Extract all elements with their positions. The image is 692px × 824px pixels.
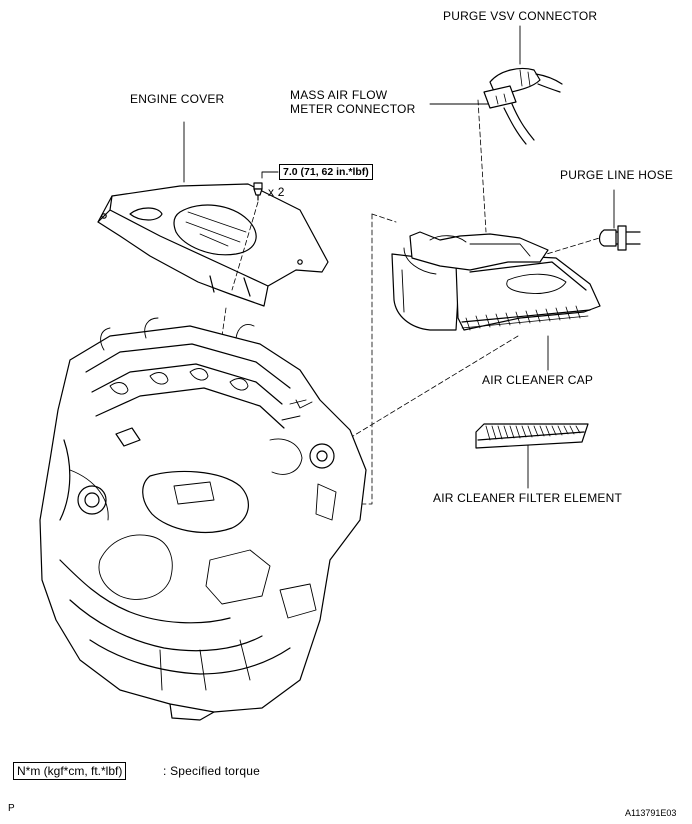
torque-spec-box: 7.0 (71, 62 in.*lbf) <box>279 164 373 180</box>
engine-block-part <box>39 317 367 721</box>
torque-unit-legend-box: N*m (kgf*cm, ft.*lbf) <box>13 762 127 780</box>
purge-line-hose-label: PURGE LINE HOSE <box>560 168 674 182</box>
mass-air-flow-label-line1: MASS AIR FLOW <box>290 88 388 102</box>
page-code: P <box>8 803 15 814</box>
purge-vsv-connector-label: PURGE VSV CONNECTOR <box>443 9 598 23</box>
maf-connector-part <box>483 85 535 145</box>
air-filter-element-part <box>475 423 589 449</box>
air-cleaner-cap-label: AIR CLEANER CAP <box>482 373 594 387</box>
torque-legend-description: : Specified torque <box>163 764 260 778</box>
purge-line-hose-part <box>598 225 641 251</box>
bolt-icon <box>253 182 263 201</box>
air-cleaner-cap-part <box>391 231 601 331</box>
air-cleaner-filter-element-label: AIR CLEANER FILTER ELEMENT <box>433 491 623 505</box>
bolt-quantity: x 2 <box>268 185 285 199</box>
engine-cover-label: ENGINE COVER <box>130 92 225 106</box>
mass-air-flow-label-line2: METER CONNECTOR <box>290 102 416 116</box>
figure-id: A113791E03 <box>625 808 677 818</box>
leader-lines <box>183 25 615 489</box>
engine-cover-part <box>97 183 329 307</box>
